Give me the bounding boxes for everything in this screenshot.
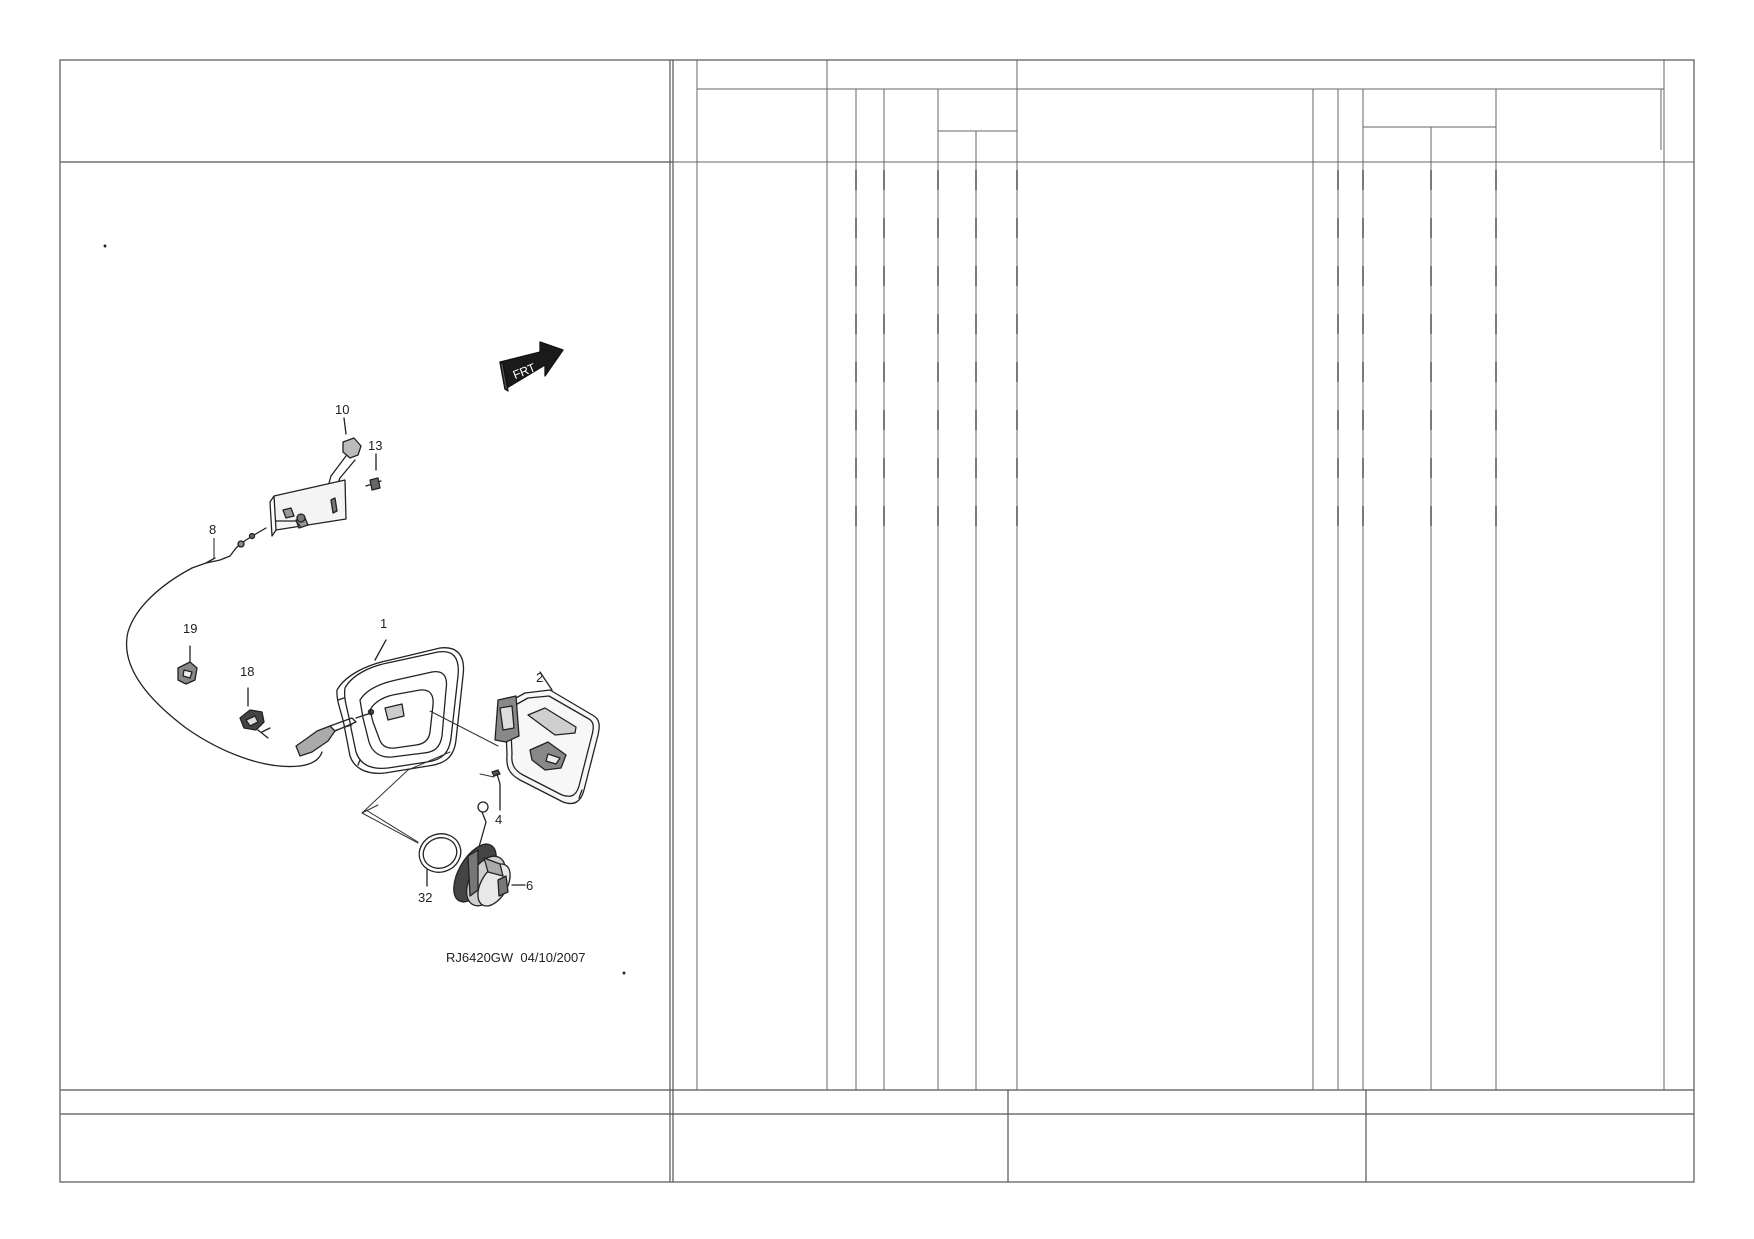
callouts: 10 13 8 8 8 8 [335,402,382,471]
callout-19: 19 [183,621,197,636]
table-row-marks [855,170,1497,526]
parts-table [673,60,1694,1090]
clamp-18 [239,687,271,739]
callout-labels: 8 19 1 18 2 4 32 6 RJ6420GW 04/10/2007 [183,522,585,965]
clip-19 [177,645,198,685]
front-direction-arrow-icon: FRT [499,341,564,392]
callout-10: 10 [335,402,349,417]
parts-illustration: FRT [103,244,626,975]
callout-8: 8 [209,522,216,537]
callout-13: 13 [368,438,382,453]
screw-4 [491,769,501,811]
callout-4: 4 [495,812,502,827]
callout-1: 1 [380,616,387,631]
fuel-cap-6 [453,801,526,907]
callout-18: 18 [240,664,254,679]
callout-32: 32 [418,890,432,905]
callout-2: 2 [536,670,543,685]
sheet-frame [59,59,1695,1183]
drawing-code: RJ6420GW 04/10/2007 [446,950,585,965]
release-cable [126,527,375,768]
callout-6: 6 [526,878,533,893]
gasket-32 [418,833,462,887]
release-lever-assembly [269,437,382,537]
fuel-door [494,671,600,805]
speck [622,971,626,975]
speck [103,244,107,248]
filler-housing [336,639,465,774]
leader-lines [335,710,499,844]
